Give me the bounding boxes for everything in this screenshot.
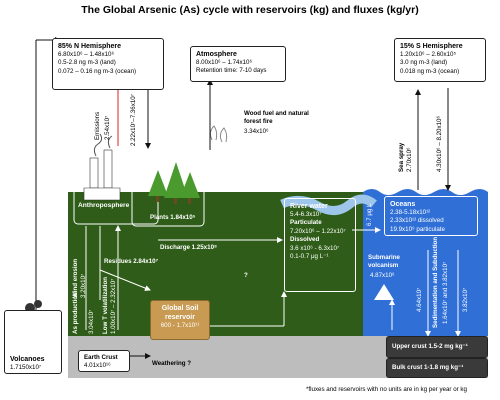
river-dissolved-label: Dissolved <box>290 236 320 244</box>
emissions-label: Emissions <box>94 112 102 140</box>
earth-crust-label: Earth Crust <box>84 354 118 361</box>
n-hemisphere-line: 0.5-2.8 ng m-3 (land) <box>58 59 116 67</box>
as-production-value: 3.04x10⁷ <box>88 309 95 334</box>
s-hemisphere-line: 0.018 ng m-3 (ocean) <box>400 67 460 75</box>
plants-label: Plants 1.84x10⁵ <box>150 214 196 221</box>
submarine-label: Submarine volcanism <box>368 254 400 269</box>
plants-frame <box>131 149 205 227</box>
atmosphere-line: 8.00x10⁶ – 1.74x10⁶ <box>196 59 253 66</box>
wood-fuel-label: Wood fuel and natural forest fire <box>244 110 309 125</box>
earth-crust-box: Earth Crust 4.01x10¹⁶ <box>78 350 130 372</box>
submarine-volcano-icon <box>374 284 394 300</box>
footnote: *fluxes and reservoirs with no units are… <box>306 386 467 393</box>
sedimentation-label: Sedimentation and Subduction <box>432 236 439 328</box>
page-title: The Global Arsenic (As) cycle with reser… <box>81 4 419 16</box>
emissions-text: Emissions <box>94 111 101 140</box>
volcanoes-value: 1.7150x10⁷ <box>10 364 42 371</box>
n-hemisphere-line: 0.072 – 0.16 ng m-3 (ocean) <box>58 67 137 75</box>
river-water-box: River water 5.4-6.3x10⁷ Particulate 7.20… <box>284 198 356 292</box>
weathering-label: Weathering ? <box>152 360 192 367</box>
s-hemisphere-line: 1.20x10⁶ – 2.60x10⁵ <box>400 51 457 58</box>
soil-reservoir-box: Global Soil reservoir 600 - 1.7x10¹¹ <box>150 300 210 340</box>
wood-fuel-value: 3.34x10⁶ <box>244 128 269 135</box>
soil-value: 600 - 1.7x10¹¹ <box>160 322 200 329</box>
oceans-line: 2.38-5.18x10¹² <box>390 209 431 216</box>
s-hemisphere-line: 3.0 ng m-3 (land) <box>400 59 448 67</box>
upper-crust-box: Upper crust 1.5-2 mg kg⁻¹ <box>386 336 488 358</box>
river-heading: River water <box>290 203 328 210</box>
discharge-label: Discharge 1.25x10⁸ <box>160 244 217 251</box>
sea-spray-value: 2.70x10⁶ <box>406 147 413 172</box>
bulk-crust-box: Bulk crust 1-1.8 mg kg⁻¹ <box>386 358 488 378</box>
sea-spray-label: Sea spray <box>398 142 405 172</box>
n-hemisphere-line: 6.80x10⁶ – 1.48x10⁶ <box>58 51 115 58</box>
river-stream <box>280 194 377 215</box>
fire-icon <box>209 125 228 143</box>
oceans-box: Oceans 2.38-5.18x10¹² 2.33x10¹² dissolve… <box>384 196 478 236</box>
volcanoes-label: Volcanoes <box>10 356 45 363</box>
n-hemisphere-heading: 85% N Hemisphere <box>58 43 122 50</box>
submarine-value: 4.87x10⁶ <box>370 272 395 279</box>
oceans-line: 19.9x10⁹ particulate <box>390 225 445 233</box>
river-dissolved: 3.6 x10⁶ - 6.3x10⁷ <box>290 244 340 252</box>
question-mark: ? <box>244 272 248 279</box>
atmosphere-heading: Atmosphere <box>196 51 237 58</box>
s-hemisphere-box: 15% S Hemisphere 1.20x10⁶ – 2.60x10⁵ 3.0… <box>394 38 486 82</box>
atmosphere-line: Retention time: 7-10 days <box>196 67 267 75</box>
river-particulate: 7.20x10⁶ – 1.22x10⁷ <box>290 227 346 235</box>
trees-icon <box>148 162 200 204</box>
atmosphere-box: Atmosphere 8.00x10⁶ – 1.74x10⁶ Retention… <box>190 46 286 82</box>
wind-erosion-value: 3.20x10⁷ <box>80 273 87 298</box>
river-total: 5.4-6.3x10⁷ <box>290 211 322 218</box>
factory-icon <box>83 133 121 201</box>
river-ocean-flux: 6.7 μg L <box>366 203 373 227</box>
ocean-flux-a: 4.64x10⁷ <box>416 287 423 312</box>
low-t-value: 1.00x10⁷ – 2.32x10⁷ <box>110 278 117 334</box>
ocean-flux-b: 3.82x10⁷ <box>462 287 469 312</box>
sedimentation-value: 1.64x10⁷ and 3.82x10⁷ <box>442 261 449 324</box>
volcanoes-box: Volcanoes 1.7150x10⁷ <box>4 310 62 374</box>
oceans-line: 2.33x10¹² dissolved <box>390 217 444 225</box>
n-hemisphere-box: 85% N Hemisphere 6.80x10⁶ – 1.48x10⁶ 0.5… <box>52 38 164 90</box>
s-hemisphere-heading: 15% S Hemisphere <box>400 43 463 50</box>
oceans-heading: Oceans <box>390 201 416 208</box>
low-t-label: Low T volatilization <box>102 276 109 334</box>
as-production-label: As production <box>72 292 79 334</box>
river-particulate-label: Particulate <box>290 219 322 227</box>
soil-heading: Global Soil reservoir <box>161 305 199 321</box>
river-conc: 0.1-0.7 μg L⁻¹ <box>290 253 329 261</box>
residues-arrow <box>99 269 151 291</box>
residues-label: Residues 2.84x10⁷ <box>104 258 159 265</box>
emissions-value: 2.54x10⁷ <box>104 115 111 140</box>
anthroposphere-label: Anthroposphere <box>78 202 130 209</box>
earth-crust-value: 4.01x10¹⁶ <box>84 362 111 370</box>
ocean-atm-flux: 4.30x10⁶ – 8.20x10⁶ <box>436 115 443 172</box>
plant-flux-value: 2.22x10⁷–7.36x10⁷ <box>130 94 137 146</box>
